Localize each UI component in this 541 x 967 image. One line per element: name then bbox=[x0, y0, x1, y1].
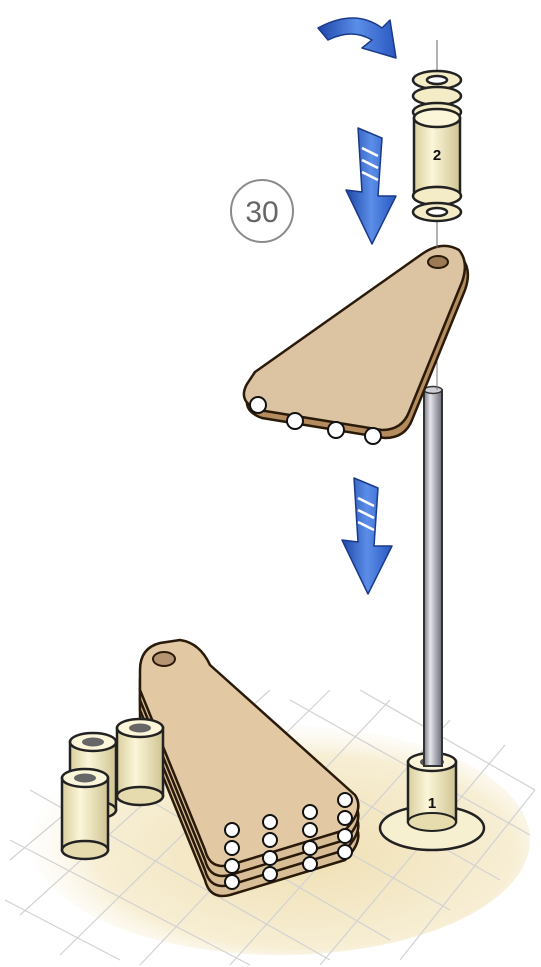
top-spacer-number: 2 bbox=[433, 147, 441, 164]
step-number: 30 bbox=[245, 196, 278, 229]
base-spacer-number: 1 bbox=[428, 795, 436, 812]
threaded-rod bbox=[424, 350, 442, 766]
step-number-badge: 30 bbox=[231, 180, 293, 242]
rotate-arrow-icon bbox=[318, 18, 396, 58]
down-arrow-icon bbox=[346, 128, 396, 244]
top-spacer-assembly: 2 bbox=[413, 40, 461, 248]
down-arrow-icon bbox=[342, 478, 392, 594]
